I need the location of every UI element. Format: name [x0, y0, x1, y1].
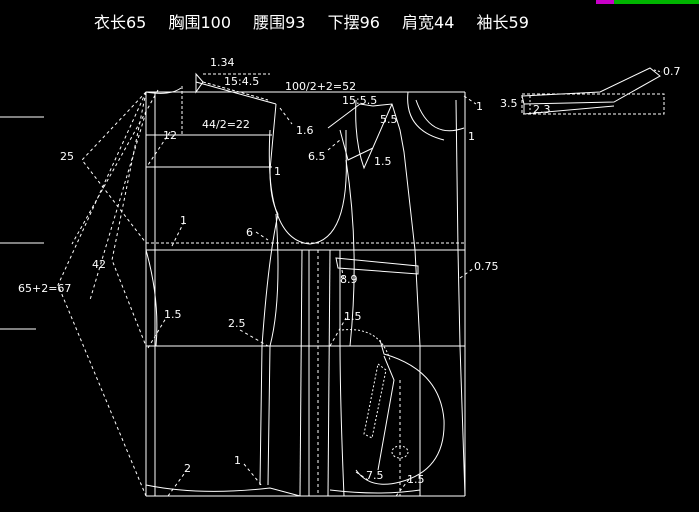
label-1-5-hem: 1.5	[407, 473, 425, 486]
dim-6	[255, 231, 269, 241]
back-neck-curve	[145, 87, 182, 94]
label-chest-half: 100/2+2=52	[285, 80, 356, 93]
header-item-hem: 下摆96	[327, 13, 380, 32]
right-hem-curve-2	[329, 489, 421, 494]
label-0-7: 0.7	[663, 65, 681, 78]
label-2: 2	[184, 462, 191, 475]
back-shoulder	[195, 81, 277, 105]
dim-cross-b	[71, 89, 159, 245]
side-panel-left	[267, 213, 279, 486]
label-6: 6	[246, 226, 253, 239]
dim-12	[147, 131, 171, 166]
label-shoulder-slope-back: 15:5.5	[342, 94, 377, 107]
label-length-total: 65+2=67	[18, 282, 71, 295]
neck-piece	[195, 72, 204, 94]
right-hem-curve	[145, 484, 301, 497]
top-color-strip	[0, 0, 699, 4]
label-shoulder-slope-front: 15:4.5	[224, 75, 259, 88]
right-side-seam	[455, 99, 466, 497]
front-side	[339, 250, 345, 497]
back-dart-left	[145, 249, 158, 347]
side-panel-right	[299, 249, 303, 497]
front-dart-line	[355, 99, 393, 170]
header-item-shoulder: 肩宽44	[402, 13, 455, 32]
dim-25	[81, 91, 147, 244]
pocket-dotted-arc	[341, 329, 391, 361]
dim-1-5-hem	[395, 477, 411, 497]
label-2-5: 2.5	[228, 317, 246, 330]
label-2-3: 2.3	[533, 103, 551, 116]
label-1-front: 1	[180, 214, 187, 227]
dim-1-right	[463, 95, 477, 105]
dim-0-75	[459, 267, 475, 279]
label-42: 42	[92, 258, 106, 271]
label-3-5: 3.5	[500, 97, 518, 110]
dim-2-5	[239, 329, 269, 347]
right-shoulder-arc	[415, 99, 465, 132]
dim-8-9	[341, 269, 345, 283]
dim-cross-a	[89, 111, 147, 301]
dim-67	[57, 91, 147, 497]
label-6-5: 6.5	[308, 150, 326, 163]
front-shoulder	[327, 103, 374, 129]
label-1-5-left: 1.5	[164, 308, 182, 321]
dim-2	[167, 473, 185, 497]
back-armhole	[269, 103, 279, 215]
front-dart	[345, 159, 355, 347]
front-curve-lower	[355, 339, 445, 485]
neck-dashed-2	[202, 81, 269, 101]
dim-collar-0-7	[653, 69, 663, 73]
header-item-waist: 腰围93	[253, 13, 306, 32]
label-1-armhole: 1	[274, 165, 281, 178]
front-curve-pocket	[377, 355, 395, 471]
dim-1-6	[279, 107, 293, 125]
collar-piece	[521, 67, 661, 105]
label-5-5: 5.5	[380, 113, 398, 126]
label-12: 12	[163, 129, 177, 142]
label-0-75: 0.75	[474, 260, 499, 273]
front-neck	[339, 129, 374, 161]
magenta-strip	[596, 0, 614, 4]
label-1-hem: 1	[234, 454, 241, 467]
dim-1-armhole	[171, 221, 185, 247]
collar-dashed-box	[521, 93, 665, 115]
pocket-flap	[335, 257, 419, 275]
label-offset-1-sleeve: 1	[468, 130, 475, 143]
side-seam-2	[327, 249, 331, 497]
dim-6-5	[327, 139, 341, 151]
label-offset-1-right: 1	[476, 100, 483, 113]
header-item-chest: 胸围100	[168, 13, 232, 32]
header-item-sleeve: 袖长59	[476, 13, 529, 32]
label-8-9: 8.9	[340, 273, 358, 286]
dim-1-5-mid	[329, 317, 347, 347]
label-shoulder-half: 44/2=22	[202, 118, 250, 131]
front-lapel-curve	[407, 91, 445, 141]
measurement-header: 衣长65 胸围100 腰围93 下摆96 肩宽44 袖长59	[94, 9, 546, 35]
front-armhole-curve	[268, 129, 347, 245]
label-1-6: 1.6	[296, 124, 314, 137]
front-edge	[414, 249, 421, 496]
dim-7-5	[355, 471, 369, 481]
pocket-hatch	[363, 363, 387, 439]
label-7-5: 7.5	[366, 469, 384, 482]
front-lapel	[372, 103, 416, 251]
label-1-5-top: 1.5	[374, 155, 392, 168]
label-25: 25	[60, 150, 74, 163]
header-item-length: 衣长65	[94, 13, 147, 32]
green-strip	[614, 0, 699, 4]
dim-1-hem	[243, 463, 263, 487]
label-1-5-mid: 1.5	[344, 310, 362, 323]
back-side-seam	[259, 213, 279, 486]
label-collar-width: 1.34	[210, 56, 235, 69]
